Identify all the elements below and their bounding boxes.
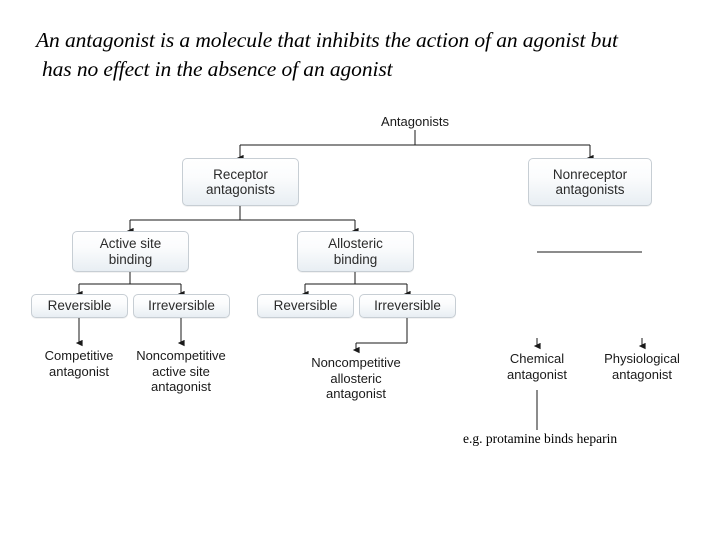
leaf-noncompetitive-active-site-antagonist: Noncompetitive active site antagonist: [121, 348, 241, 395]
leaf-noncompetitive-allosteric-antagonist-line-1: Noncompetitive: [311, 355, 401, 370]
leaf-noncompetitive-active-site-antagonist-line-3: antagonist: [151, 379, 211, 394]
leaf-noncompetitive-active-site-antagonist-line-2: active site: [152, 363, 210, 379]
leaf-chemical-antagonist: Chemical antagonist: [477, 351, 597, 382]
node-antagonists: Antagonists: [355, 114, 475, 130]
node-irreversible-allosteric-label: Irreversible: [374, 298, 441, 314]
leaf-noncompetitive-allosteric-antagonist-line-2: allosteric: [330, 370, 382, 386]
node-nonreceptor-antagonists[interactable]: Nonreceptor antagonists: [528, 158, 652, 206]
slide-title: An antagonist is a molecule that inhibit…: [36, 26, 712, 84]
node-irreversible-allosteric[interactable]: Irreversible: [359, 294, 456, 318]
connector-wires: [75, 130, 646, 430]
leaf-chemical-antagonist-line-2: antagonist: [507, 366, 567, 382]
antagonist-classification-diagram: Antagonists Receptor antagonists Nonrece…: [0, 100, 720, 470]
node-reversible-active-site[interactable]: Reversible: [31, 294, 128, 318]
node-receptor-antagonists-line-1: Receptor: [213, 166, 268, 182]
leaf-physiological-antagonist-line-1: Physiological: [604, 351, 680, 366]
node-receptor-antagonists-line-2: antagonists: [205, 182, 276, 197]
node-irreversible-active-site[interactable]: Irreversible: [133, 294, 230, 318]
node-reversible-allosteric[interactable]: Reversible: [257, 294, 354, 318]
leaf-competitive-antagonist-line-1: Competitive: [44, 348, 114, 363]
example-caption: e.g. protamine binds heparin: [463, 431, 618, 446]
leaf-competitive-antagonist: Competitive antagonist: [19, 348, 139, 379]
leaf-noncompetitive-allosteric-antagonist: Noncompetitive allosteric antagonist: [296, 355, 416, 402]
leaf-noncompetitive-active-site-antagonist-line-1: Noncompetitive: [136, 348, 226, 363]
node-nonreceptor-antagonists-line-1: Nonreceptor: [552, 166, 628, 182]
node-reversible-active-site-label: Reversible: [47, 298, 112, 314]
node-irreversible-active-site-label: Irreversible: [148, 298, 215, 314]
leaf-chemical-antagonist-line-1: Chemical: [509, 351, 565, 366]
leaf-competitive-antagonist-line-2: antagonist: [49, 363, 109, 379]
node-receptor-antagonists[interactable]: Receptor antagonists: [182, 158, 299, 206]
node-active-site-binding-line-2: binding: [108, 251, 153, 267]
node-reversible-allosteric-label: Reversible: [273, 298, 338, 314]
node-nonreceptor-antagonists-line-2: antagonists: [555, 182, 625, 197]
slide-title-line-1: An antagonist is a molecule that inhibit…: [36, 28, 618, 52]
node-active-site-binding-line-1: Active site: [99, 236, 162, 251]
leaf-physiological-antagonist: Physiological antagonist: [582, 351, 702, 382]
node-allosteric-binding[interactable]: Allosteric binding: [297, 231, 414, 272]
node-antagonists-label: Antagonists: [381, 114, 449, 129]
node-allosteric-binding-line-2: binding: [333, 251, 378, 267]
slide-title-line-2: has no effect in the absence of an agoni…: [42, 57, 393, 81]
leaf-physiological-antagonist-line-2: antagonist: [612, 366, 672, 382]
node-active-site-binding[interactable]: Active site binding: [72, 231, 189, 272]
node-allosteric-binding-line-1: Allosteric: [328, 236, 383, 251]
leaf-noncompetitive-allosteric-antagonist-line-3: antagonist: [326, 386, 386, 401]
